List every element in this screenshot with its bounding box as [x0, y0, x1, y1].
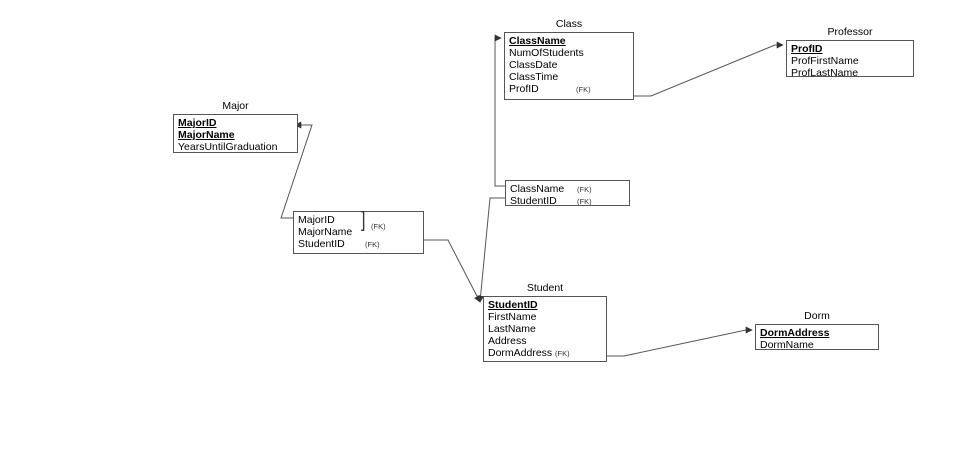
entity-title: Student — [526, 282, 564, 294]
foreign-key-marker: (FK) — [576, 85, 591, 94]
attribute-name: YearsUntilGraduation — [178, 141, 278, 153]
foreign-key-marker: (FK) — [577, 197, 592, 206]
attribute-row[interactable]: Address — [488, 335, 527, 347]
attribute-row[interactable]: MajorID — [298, 214, 335, 226]
attribute-name: StudentID — [298, 238, 345, 250]
foreign-key-marker: (FK) — [555, 349, 570, 358]
entity-title: Dorm — [804, 310, 830, 322]
attribute-name: ClassDate — [509, 59, 558, 71]
foreign-key-marker: (FK) — [577, 185, 592, 194]
attribute-name: ProfLastName — [791, 67, 859, 79]
entity-title: Major — [222, 100, 249, 112]
attribute-row[interactable]: ProfID — [791, 43, 823, 55]
attribute-row[interactable]: YearsUntilGraduation — [178, 141, 277, 153]
attribute-name: MajorID — [178, 117, 217, 129]
attribute-name: ProfID — [509, 83, 539, 95]
foreign-key-marker: (FK) — [365, 240, 380, 249]
attribute-row[interactable]: FirstName — [488, 311, 536, 323]
relationship-majorstudent-to-student[interactable] — [424, 239, 481, 303]
attribute-name: ProfID — [791, 43, 823, 55]
grouped-fk-bracket: ] — [361, 208, 366, 232]
attribute-row[interactable]: StudentID — [298, 238, 345, 250]
attribute-row[interactable]: DormName — [760, 339, 814, 351]
attribute-name: DormAddress — [760, 327, 830, 339]
attribute-name: ProfFirstName — [791, 55, 859, 67]
attribute-name: ClassName — [509, 35, 566, 47]
attribute-row[interactable]: StudentID — [488, 299, 538, 311]
relationship-class-to-professor[interactable] — [634, 41, 784, 97]
entity-frame — [755, 324, 879, 350]
attribute-row[interactable]: ClassDate — [509, 59, 557, 71]
entity-title: Professor — [827, 26, 873, 38]
attribute-row[interactable]: StudentID — [510, 195, 557, 207]
attribute-name: ClassTime — [509, 71, 559, 83]
entity-title: Class — [555, 18, 583, 30]
attribute-row[interactable]: DormAddress — [488, 347, 552, 359]
attribute-name: MajorName — [298, 226, 353, 238]
attribute-row[interactable]: ProfID — [509, 83, 539, 95]
entity-frame — [504, 32, 634, 100]
attribute-row[interactable]: NumOfStudents — [509, 47, 584, 59]
entity-frame — [505, 180, 630, 206]
attribute-row[interactable]: ClassName — [510, 183, 564, 195]
attribute-name: StudentID — [510, 195, 557, 207]
attribute-name: MajorName — [178, 129, 235, 141]
attribute-name: ClassName — [510, 183, 565, 195]
entity-frame — [483, 296, 607, 362]
attribute-name: MajorID — [298, 214, 335, 226]
attribute-name: StudentID — [488, 299, 538, 311]
attribute-row[interactable]: ProfLastName — [791, 67, 858, 79]
attribute-row[interactable]: ClassTime — [509, 71, 558, 83]
attribute-row[interactable]: DormAddress — [760, 327, 829, 339]
attribute-name: FirstName — [488, 311, 537, 323]
grouped-fk-marker: (FK) — [371, 222, 386, 231]
relationship-student-to-dorm[interactable] — [607, 326, 753, 357]
attribute-row[interactable]: MajorID — [178, 117, 217, 129]
attribute-name: LastName — [488, 323, 536, 335]
entity-class-student[interactable]: ClassName (FK) StudentID (FK) — [505, 180, 630, 207]
attribute-row[interactable]: ProfFirstName — [791, 55, 859, 67]
attribute-name: Address — [488, 335, 527, 347]
attribute-name: NumOfStudents — [509, 47, 584, 59]
attribute-row[interactable]: LastName — [488, 323, 536, 335]
attribute-row[interactable]: ClassName — [509, 35, 566, 47]
entity-frame — [293, 211, 424, 254]
attribute-name: DormName — [760, 339, 814, 351]
attribute-row[interactable]: MajorName — [178, 129, 235, 141]
entity-frame — [786, 40, 914, 77]
attribute-row[interactable]: MajorName — [298, 226, 352, 238]
entity-frame — [173, 114, 298, 153]
attribute-name: DormAddress — [488, 347, 553, 359]
